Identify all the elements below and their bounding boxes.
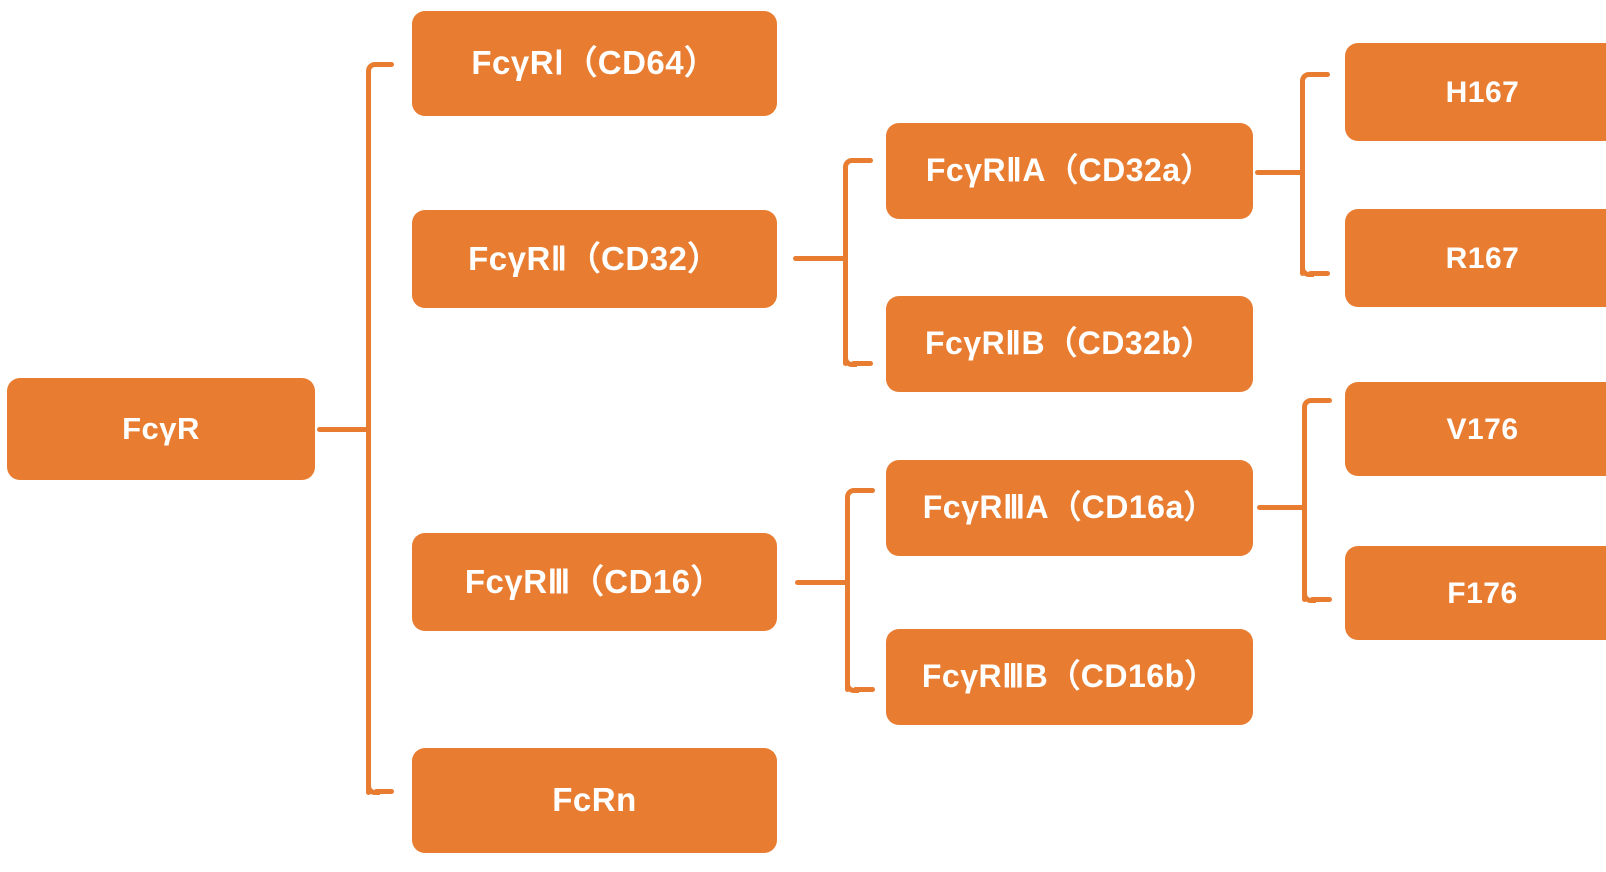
connector-fcgr2a-bracket-top-arm [1308,72,1330,77]
node-fcgr-2a-cd32a[interactable]: FcγRⅡA（CD32a） [886,123,1253,219]
connector-fcgr3a-bracket-top-corner [1302,398,1316,412]
node-fcgr-3-cd16[interactable]: FcγRⅢ（CD16） [412,533,777,631]
connector-fcgr2-bracket-bottom-corner [843,353,857,367]
connector-fcgr3-bracket-bottom-corner [845,679,859,693]
connector-fcgr3a-bracket-bottom-corner [1302,589,1316,603]
node-fcrn[interactable]: FcRn [412,748,777,853]
connector-root-stub [317,427,369,432]
node-f176[interactable]: F176 [1345,546,1606,640]
node-r167[interactable]: R167 [1345,209,1606,307]
connector-fcgr3a-bracket-bottom-arm [1310,597,1332,602]
connector-fcgr2-bracket-spine [843,166,848,366]
node-h167[interactable]: H167 [1345,43,1606,141]
connector-fcgr3-bracket-top-arm [853,488,875,493]
connector-fcgr3-bracket-spine [845,496,850,692]
node-v176[interactable]: V176 [1345,382,1606,476]
node-fcgr-root[interactable]: FcγR [7,378,315,480]
connector-main-bracket-top-corner [366,62,380,76]
connector-main-bracket-spine [366,70,371,795]
node-fcgr-1-cd64[interactable]: FcγRⅠ（CD64） [412,11,777,116]
connector-fcgr2a-bracket-bottom-corner [1300,263,1314,277]
node-fcgr-2b-cd32b[interactable]: FcγRⅡB（CD32b） [886,296,1253,392]
connector-fcgr3-bracket-bottom-arm [853,687,875,692]
connector-fcgr2-bracket-top-corner [843,158,857,172]
connector-fcgr2-stub [793,256,846,261]
connector-fcgr2a-stub [1255,170,1303,175]
connector-fcgr2a-bracket-top-corner [1300,72,1314,86]
connector-fcgr2a-bracket-spine [1300,80,1305,276]
connector-main-bracket-top-arm [374,62,394,67]
connector-fcgr3-stub [795,580,848,585]
connector-fcgr3a-stub [1257,505,1305,510]
connector-main-bracket-bottom-arm [374,789,394,794]
node-fcgr-3b-cd16b[interactable]: FcγRⅢB（CD16b） [886,629,1253,725]
node-fcgr-2-cd32[interactable]: FcγRⅡ（CD32） [412,210,777,308]
connector-fcgr3-bracket-top-corner [845,488,859,502]
connector-fcgr3a-bracket-spine [1302,406,1307,602]
connector-fcgr2-bracket-top-arm [851,158,873,163]
connector-main-bracket-bottom-corner [366,781,380,795]
node-fcgr-3a-cd16a[interactable]: FcγRⅢA（CD16a） [886,460,1253,556]
connector-fcgr2-bracket-bottom-arm [851,361,873,366]
connector-fcgr2a-bracket-bottom-arm [1308,271,1330,276]
connector-fcgr3a-bracket-top-arm [1310,398,1332,403]
